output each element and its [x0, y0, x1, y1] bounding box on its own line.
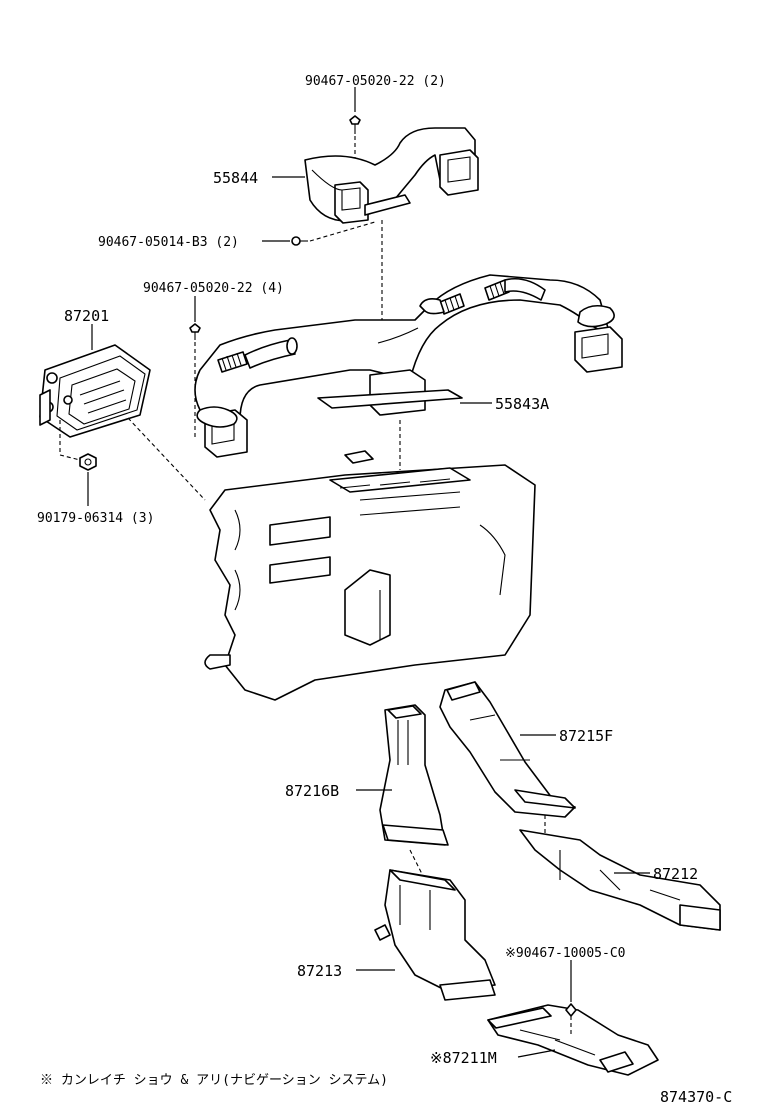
- label-87215f: 87215F: [559, 727, 613, 745]
- label-87213: 87213: [297, 962, 342, 980]
- vent-guide-c: [127, 417, 206, 501]
- duct-87211m-shape: [487, 1004, 659, 1076]
- label-55843a: 55843A: [495, 395, 549, 413]
- screw-mid: [189, 323, 201, 340]
- screw-top: [349, 115, 361, 134]
- duct-87216b-guide: [409, 849, 426, 881]
- label-87212: 87212: [653, 865, 698, 883]
- label-87211m: ※87211M: [430, 1049, 497, 1067]
- label-87201: 87201: [64, 307, 109, 325]
- label-nut-90179: 90179-06314 (3): [37, 511, 154, 526]
- vent-guide-b: [59, 454, 81, 461]
- footnote: ※ カンレイチ ショウ & アリ(ナビゲーション システム): [40, 1073, 388, 1088]
- duct-55843a-shape: [194, 274, 623, 458]
- heater-unit-shape: [204, 450, 536, 701]
- label-55844: 55844: [213, 169, 258, 187]
- label-screw-mid: 90467-05020-22 (4): [143, 281, 284, 296]
- nut-90179: [79, 453, 97, 471]
- screw-b3: [291, 236, 308, 246]
- diagram-id: 874370-C: [660, 1088, 732, 1106]
- duct-87215f-shape: [439, 681, 576, 818]
- screw-b3-guide: [309, 221, 376, 242]
- duct-87212-shape: [519, 829, 721, 931]
- leader-87211m: [517, 1049, 556, 1058]
- label-screw-c0: ※90467-10005-C0: [505, 946, 625, 961]
- bellows-left: [217, 337, 298, 373]
- duct-87213-shape: [374, 869, 496, 1001]
- label-screw-b3: 90467-05014-B3 (2): [98, 235, 239, 250]
- bellows-right: [419, 277, 546, 315]
- label-screw-top: 90467-05020-22 (2): [305, 74, 446, 89]
- duct-87216b-shape: [379, 704, 449, 846]
- screw-c0: [565, 1003, 577, 1017]
- label-87216b: 87216B: [285, 782, 339, 800]
- duct-55844-shape: [304, 127, 479, 224]
- vent-87201-shape: [39, 344, 151, 438]
